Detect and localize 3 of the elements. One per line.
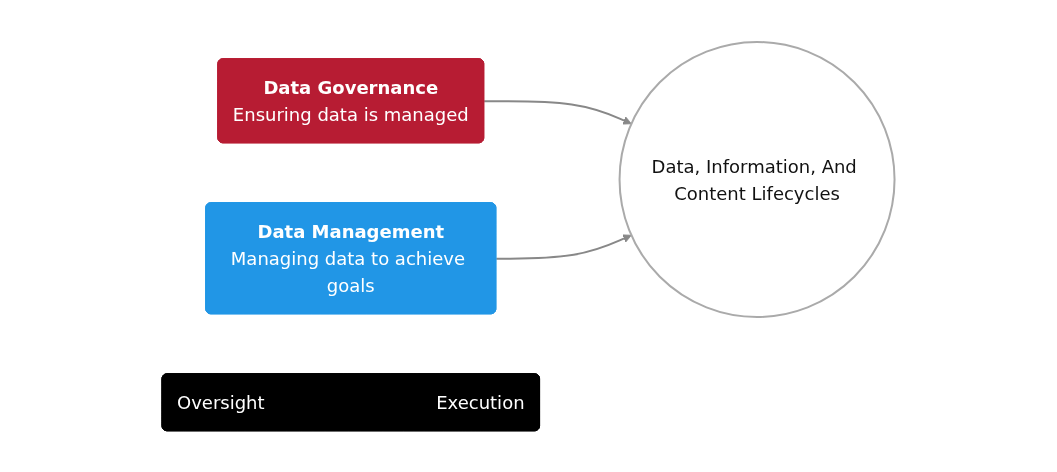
node-circle: Data, Information, And Content Lifecycles [618, 40, 896, 318]
arrow [495, 234, 632, 260]
arrow [483, 99, 632, 125]
